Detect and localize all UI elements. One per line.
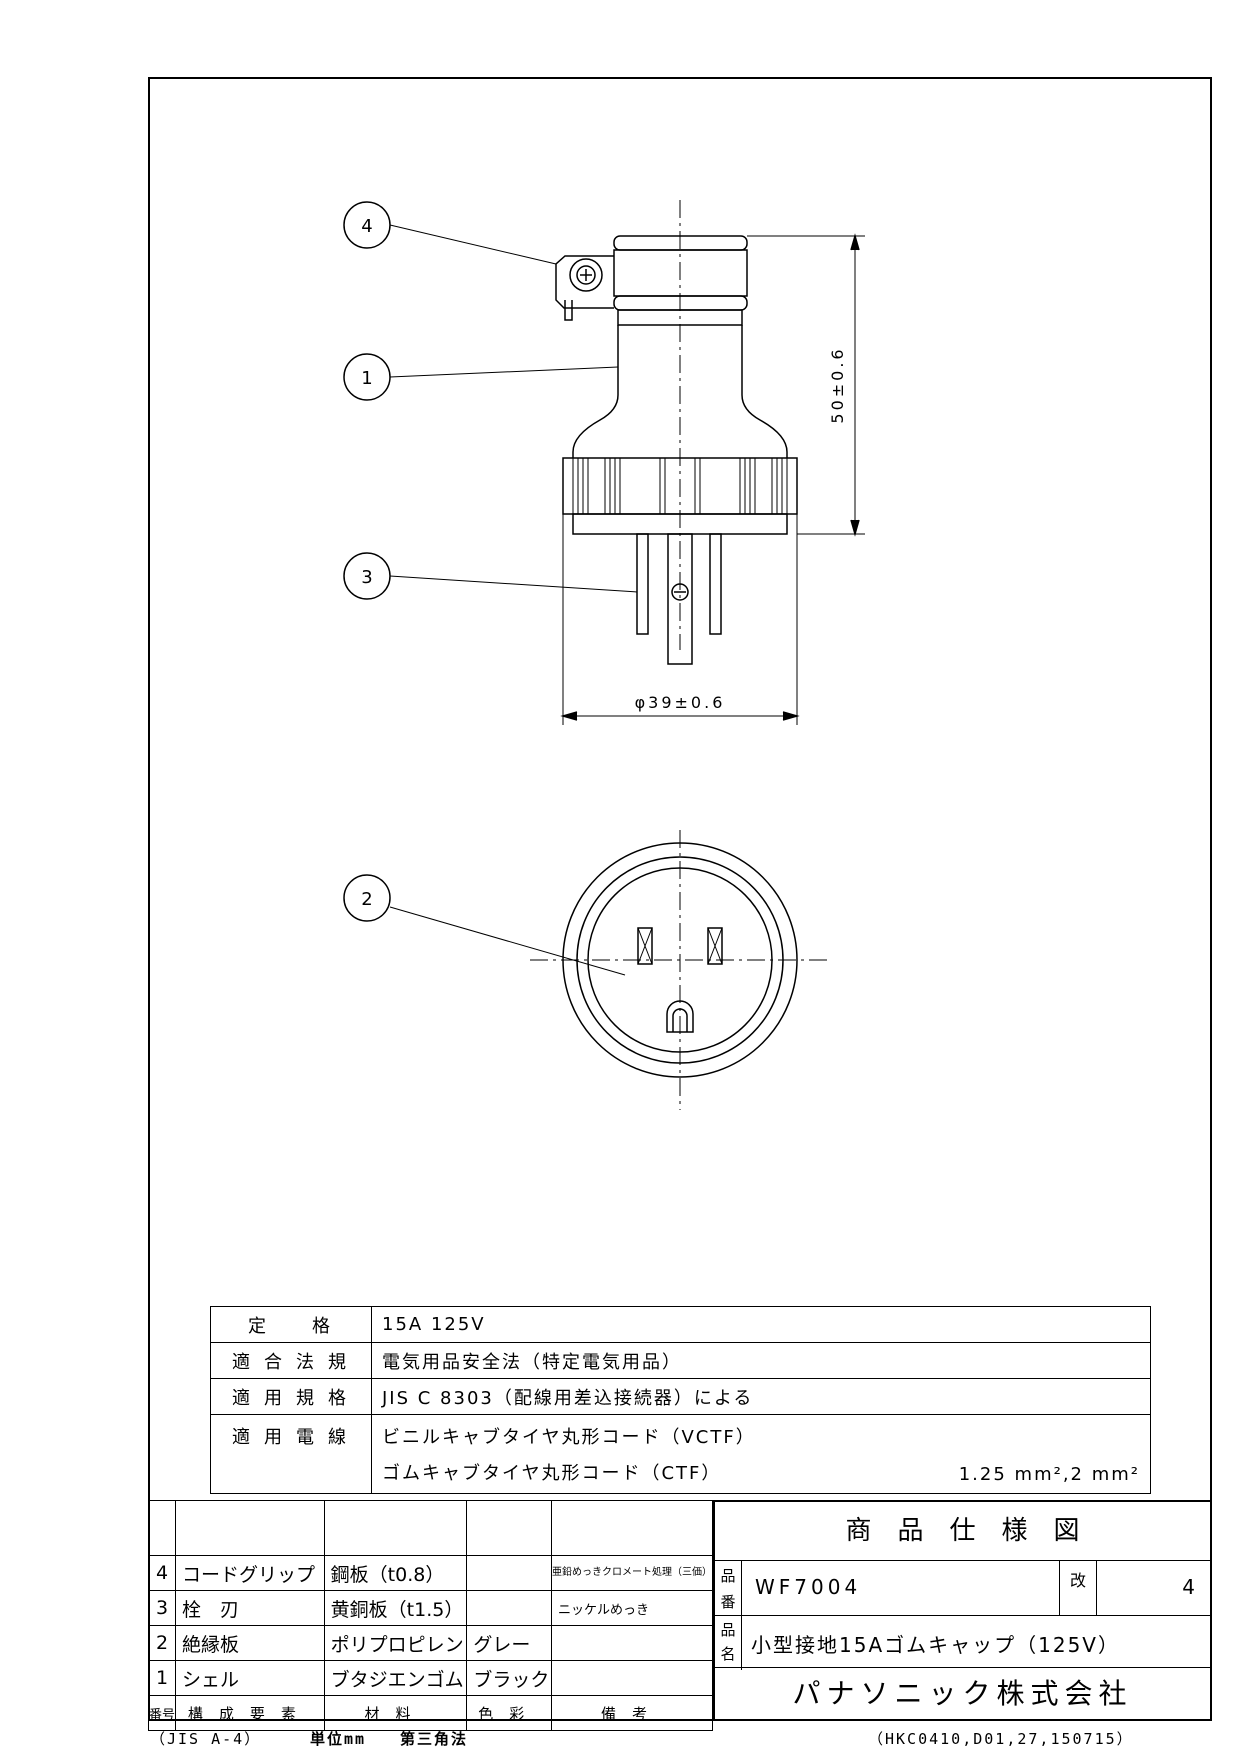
company-name: パナソニック株式会社 xyxy=(792,1677,1133,1710)
part-name: 絶縁板 xyxy=(175,1625,325,1661)
table-row: 適用規格 JIS C 8303（配線用差込接続器）による xyxy=(210,1378,1151,1415)
header-note: 備考 xyxy=(551,1695,713,1731)
footer-code: （HKC0410,D01,27,150715） xyxy=(868,1730,1134,1748)
part-no: 4 xyxy=(147,1555,177,1591)
spec-value: 電気用品安全法（特定電気用品） xyxy=(371,1342,1151,1379)
title-block: 商 品 仕 様 図 品番 WF7004 改 4 品名 小型接地15Aゴムキャップ… xyxy=(713,1500,1212,1721)
header-color: 色彩 xyxy=(466,1695,552,1731)
hinban-row: 品番 WF7004 改 4 xyxy=(715,1561,1210,1618)
spec-value-3: 1.25 mm²,2 mm² xyxy=(958,1464,1140,1485)
hinban-label: 品番 xyxy=(715,1561,742,1618)
table-row: 定 格 15A 125V xyxy=(210,1306,1151,1343)
drawing-title: 商 品 仕 様 図 xyxy=(715,1502,1210,1561)
header-no: 番号 xyxy=(147,1695,177,1731)
spec-label: 適用規格 xyxy=(210,1378,372,1415)
spec-value: JIS C 8303（配線用差込接続器）による xyxy=(371,1378,1151,1415)
part-name: シェル xyxy=(175,1660,325,1696)
part-material: 鋼板（t0.8） xyxy=(323,1555,468,1591)
spec-label: 適用電線 xyxy=(210,1414,372,1494)
spec-value: 15A 125V xyxy=(371,1306,1151,1343)
spec-label: 適合法規 xyxy=(210,1342,372,1379)
spec-value-cell: ビニルキャブタイヤ丸形コード（VCTF） ゴムキャブタイヤ丸形コード（CTF） … xyxy=(371,1414,1151,1494)
header-material: 材料 xyxy=(323,1695,468,1731)
table-row: 1 シェル ブタジエンゴム ブラック xyxy=(147,1660,713,1696)
hinban-value: WF7004 xyxy=(755,1575,862,1599)
table-row: 適用電線 ビニルキャブタイヤ丸形コード（VCTF） ゴムキャブタイヤ丸形コード（… xyxy=(210,1414,1151,1494)
table-row: 適合法規 電気用品安全法（特定電気用品） xyxy=(210,1342,1151,1379)
part-no: 2 xyxy=(147,1625,177,1661)
footer-paper-size: （JIS A-4） xyxy=(150,1730,262,1748)
part-material: ポリプロピレン xyxy=(323,1625,468,1661)
part-no: 1 xyxy=(147,1660,177,1696)
part-note: ニッケルめっき xyxy=(551,1590,713,1626)
part-name: コードグリップ xyxy=(175,1555,325,1591)
part-color xyxy=(466,1555,552,1591)
part-color: ブラック xyxy=(466,1660,552,1696)
spec-table: 定 格 15A 125V 適合法規 電気用品安全法（特定電気用品） 適用規格 J… xyxy=(210,1306,1151,1494)
part-name: 栓 刃 xyxy=(175,1590,325,1626)
parts-table: 4 コードグリップ 鋼板（t0.8） 亜鉛めっきクロメート処理（三価） 3 栓 … xyxy=(147,1500,713,1731)
height-dimension: 50±0.6 xyxy=(828,346,847,423)
balloon-1: 1 xyxy=(361,368,372,389)
spec-value-2: ゴムキャブタイヤ丸形コード（CTF） xyxy=(382,1463,722,1484)
kai-label: 改 xyxy=(1059,1561,1097,1616)
hinmei-row: 品名 小型接地15Aゴムキャップ（125V） xyxy=(715,1616,1210,1670)
diameter-dimension: φ39±0.6 xyxy=(635,693,726,712)
part-note xyxy=(551,1625,713,1661)
part-material: ブタジエンゴム xyxy=(323,1660,468,1696)
table-row xyxy=(147,1500,713,1556)
kai-value: 4 xyxy=(1182,1575,1195,1599)
balloon-2: 2 xyxy=(361,889,372,910)
part-color: グレー xyxy=(466,1625,552,1661)
spec-value: ビニルキャブタイヤ丸形コード（VCTF） xyxy=(382,1427,756,1448)
footer-projection: 第三角法 xyxy=(400,1730,469,1748)
table-header-row: 番号 構成要素 材料 色彩 備考 xyxy=(147,1695,713,1731)
part-color xyxy=(466,1590,552,1626)
table-row: 4 コードグリップ 鋼板（t0.8） 亜鉛めっきクロメート処理（三価） xyxy=(147,1555,713,1591)
header-name: 構成要素 xyxy=(175,1695,325,1731)
footer-unit: 単位mm xyxy=(310,1730,367,1748)
spec-label: 定 格 xyxy=(210,1306,372,1343)
part-no: 3 xyxy=(147,1590,177,1626)
part-material: 黄銅板（t1.5） xyxy=(323,1590,468,1626)
balloon-4: 4 xyxy=(361,216,372,237)
hinmei-value: 小型接地15Aゴムキャップ（125V） xyxy=(751,1633,1120,1657)
table-row: 3 栓 刃 黄銅板（t1.5） ニッケルめっき xyxy=(147,1590,713,1626)
part-note xyxy=(551,1660,713,1696)
table-row: 2 絶縁板 ポリプロピレン グレー xyxy=(147,1625,713,1661)
part-note: 亜鉛めっきクロメート処理（三価） xyxy=(551,1555,713,1591)
hinmei-label: 品名 xyxy=(715,1616,742,1670)
balloon-3: 3 xyxy=(361,567,372,588)
